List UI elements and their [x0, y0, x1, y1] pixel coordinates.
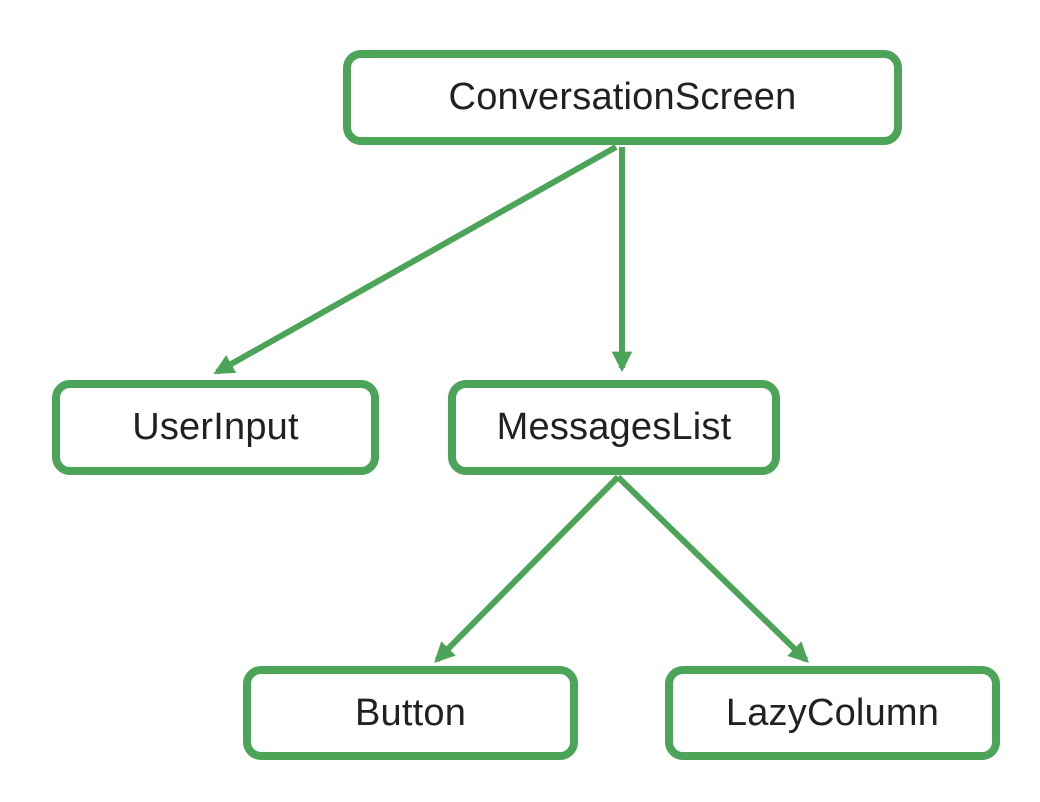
node-conversation-screen-label: ConversationScreen — [448, 76, 797, 118]
node-user-input: UserInput — [52, 380, 379, 475]
node-button: Button — [243, 666, 578, 760]
node-lazy-column-label: LazyColumn — [725, 691, 940, 734]
node-user-input-label: UserInput — [132, 406, 299, 448]
node-lazy-column: LazyColumn — [665, 666, 1000, 760]
node-button-label: Button — [354, 691, 467, 734]
arrow-conversationscreen-to-userinput-icon — [213, 144, 618, 375]
node-messages-list-label: MessagesList — [496, 406, 732, 448]
arrow-messageslist-to-lazycolumn-icon — [615, 474, 809, 663]
node-messages-list: MessagesList — [448, 380, 780, 475]
node-conversation-screen: ConversationScreen — [343, 50, 902, 145]
arrow-messageslist-to-button-icon — [434, 474, 621, 663]
